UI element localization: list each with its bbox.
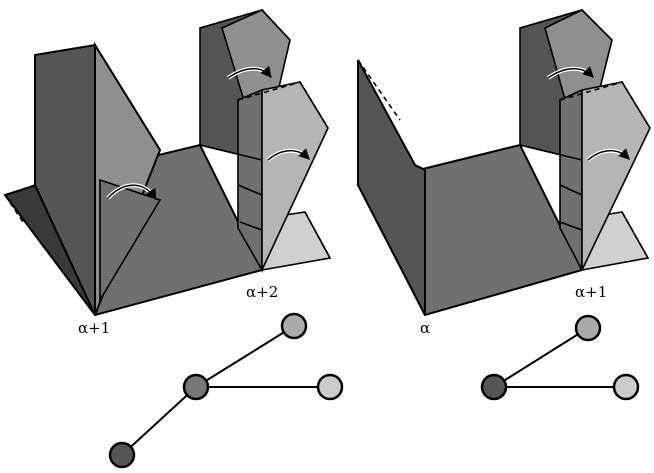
label-left-alpha1: α+1 xyxy=(78,319,110,337)
right-wall-back xyxy=(357,59,426,316)
right-graph xyxy=(480,314,640,401)
left-graph xyxy=(108,312,344,469)
right-graph-node-b xyxy=(574,314,602,342)
left-complex: α+1 α+2 xyxy=(3,8,332,337)
left-graph-node-b xyxy=(182,373,210,401)
left-upper-arrow xyxy=(227,65,272,79)
left-fin xyxy=(99,178,162,303)
left-mid-arrow xyxy=(267,148,310,161)
left-graph-node-c xyxy=(280,312,308,340)
left-graph-node-a xyxy=(108,441,136,469)
right-mid-arrow xyxy=(587,148,630,161)
label-left-alpha2: α+2 xyxy=(246,283,278,301)
right-upper-arrow xyxy=(547,66,594,79)
right-complex: α α+1 xyxy=(356,8,651,337)
left-graph-node-d xyxy=(316,373,344,401)
label-right-alpha: α xyxy=(420,319,430,337)
right-graph-node-c xyxy=(612,373,640,401)
right-graph-node-a xyxy=(480,373,508,401)
label-right-alpha1: α+1 xyxy=(575,283,607,301)
